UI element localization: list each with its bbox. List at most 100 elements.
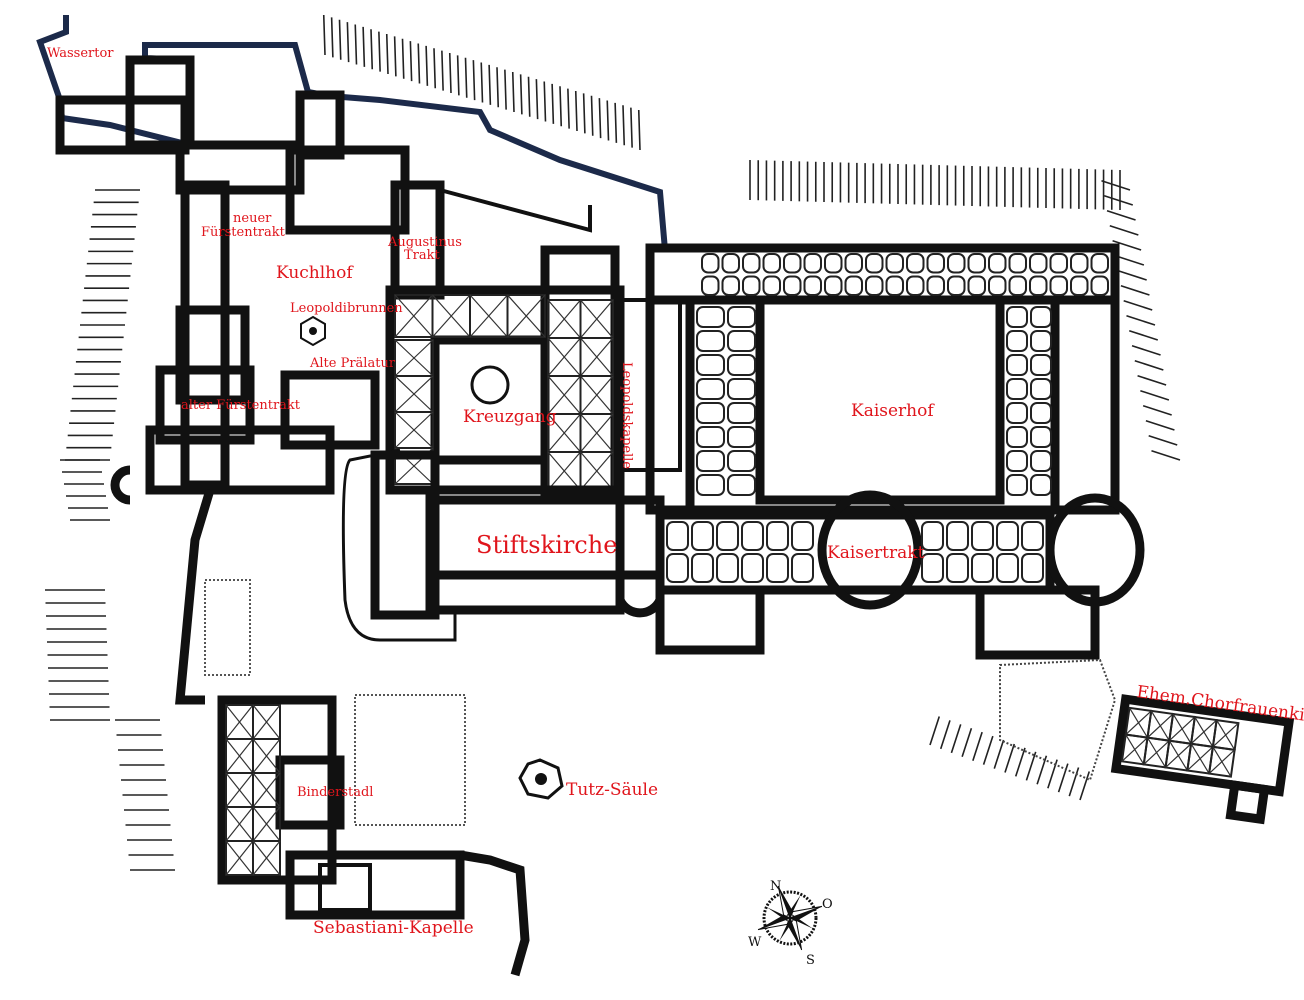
room-cell: [996, 553, 1019, 583]
room-cell: [1030, 330, 1052, 352]
vault-cell: [506, 294, 546, 338]
room-cell: [742, 275, 761, 296]
room-cell: [696, 330, 725, 352]
hatch-mark: [322, 14, 326, 56]
hatch-mark: [543, 81, 547, 122]
room-cell: [1030, 354, 1052, 376]
room-cell: [1030, 426, 1052, 448]
room-cell: [1006, 378, 1028, 400]
room-cell: [885, 275, 904, 296]
hatch-mark: [441, 50, 444, 91]
hatch-mark: [338, 19, 342, 60]
room-cell: [1006, 450, 1028, 472]
label-alter-fuerstentrakt: alter Fürstentrakt: [181, 398, 301, 413]
leopoldibrunnen-well: [300, 315, 326, 347]
hatch-mark: [535, 79, 539, 120]
hatch-mark: [401, 38, 405, 79]
room-cell: [721, 253, 740, 274]
hatch-mark: [417, 43, 421, 84]
hatch-mark: [622, 105, 626, 146]
room-cell: [971, 521, 994, 551]
wall-segment: [439, 188, 592, 233]
hatch-mark: [1142, 404, 1172, 416]
room-cell: [1006, 474, 1028, 496]
room-cell: [921, 521, 944, 551]
hatch-mark: [567, 88, 570, 129]
hatch-mark: [1148, 434, 1178, 446]
hatch-mark: [456, 55, 460, 96]
room-cell: [696, 354, 725, 376]
room-cell: [1006, 402, 1028, 424]
hatch-mark: [496, 67, 500, 108]
room-cell: [727, 378, 756, 400]
hatch-mark: [433, 48, 437, 89]
room-cell: [996, 521, 1019, 551]
room-cell: [1030, 450, 1052, 472]
hatch-mark: [939, 720, 951, 750]
room-cell: [885, 253, 904, 274]
room-cell: [1008, 253, 1027, 274]
garden-area: [999, 658, 1117, 782]
room-cell: [1021, 521, 1044, 551]
room-cell: [741, 521, 764, 551]
room-cell: [1008, 275, 1027, 296]
hatch-mark: [574, 90, 578, 132]
label-neuer-fuerstentrakt: neuer: [233, 211, 272, 226]
room-cell: [971, 553, 994, 583]
room-cell: [906, 253, 925, 274]
room-cell: [844, 253, 863, 274]
hatch-mark: [1134, 359, 1164, 371]
hatch-mark: [519, 74, 523, 115]
hatch-mark: [1036, 755, 1048, 785]
room-cell: [844, 275, 863, 296]
hatch-mark: [425, 45, 429, 86]
room-cell: [1090, 275, 1109, 296]
hatch-mark: [480, 62, 484, 103]
hatch-mark: [511, 71, 515, 113]
room-cell: [865, 253, 884, 274]
room-cell: [803, 253, 822, 274]
room-cell: [696, 402, 725, 424]
hatch-mark: [630, 107, 633, 148]
room-cell: [926, 275, 945, 296]
hatch-mark: [637, 109, 641, 151]
hatch-mark: [582, 93, 586, 134]
label-wassertor: Wassertor: [47, 46, 114, 61]
hatch-mark: [488, 64, 492, 105]
hatch-mark: [961, 728, 973, 758]
hatch-mark: [1123, 299, 1153, 311]
label-stiftskirche: Stiftskirche: [476, 531, 617, 559]
hatch-mark: [1068, 767, 1080, 797]
compass-s: S: [806, 953, 815, 968]
hatch-mark: [1079, 771, 1091, 801]
room-cell: [727, 306, 756, 328]
room-cell: [1090, 253, 1109, 274]
hatch-mark: [1004, 743, 1016, 773]
label-alte-praelatur: Alte Prälatur: [309, 356, 396, 371]
hatch-mark: [559, 86, 563, 127]
room-cell: [926, 253, 945, 274]
hatch-mark: [409, 41, 413, 82]
hatch-mark: [464, 57, 468, 98]
room-cell: [716, 553, 739, 583]
room-cell: [696, 474, 725, 496]
room-cell: [783, 275, 802, 296]
room-cell: [1030, 378, 1052, 400]
hatch-mark: [354, 24, 358, 65]
room-cell: [988, 253, 1007, 274]
hatch-mark: [504, 69, 507, 110]
hatch-mark: [448, 52, 452, 94]
room-cell: [696, 426, 725, 448]
room-cell: [721, 275, 740, 296]
room-cell: [741, 553, 764, 583]
hatch-mark: [1014, 747, 1026, 777]
room-cell: [783, 253, 802, 274]
label-kreuzgang: Kreuzgang: [463, 407, 557, 427]
hatch-mark: [393, 36, 397, 77]
room-cell: [762, 253, 781, 274]
room-cell: [1070, 253, 1089, 274]
label-tutz-saeule: Tutz-Säule: [566, 780, 658, 800]
chorfrauenkirche-building: [1110, 694, 1295, 825]
hatch-mark: [1126, 314, 1156, 326]
